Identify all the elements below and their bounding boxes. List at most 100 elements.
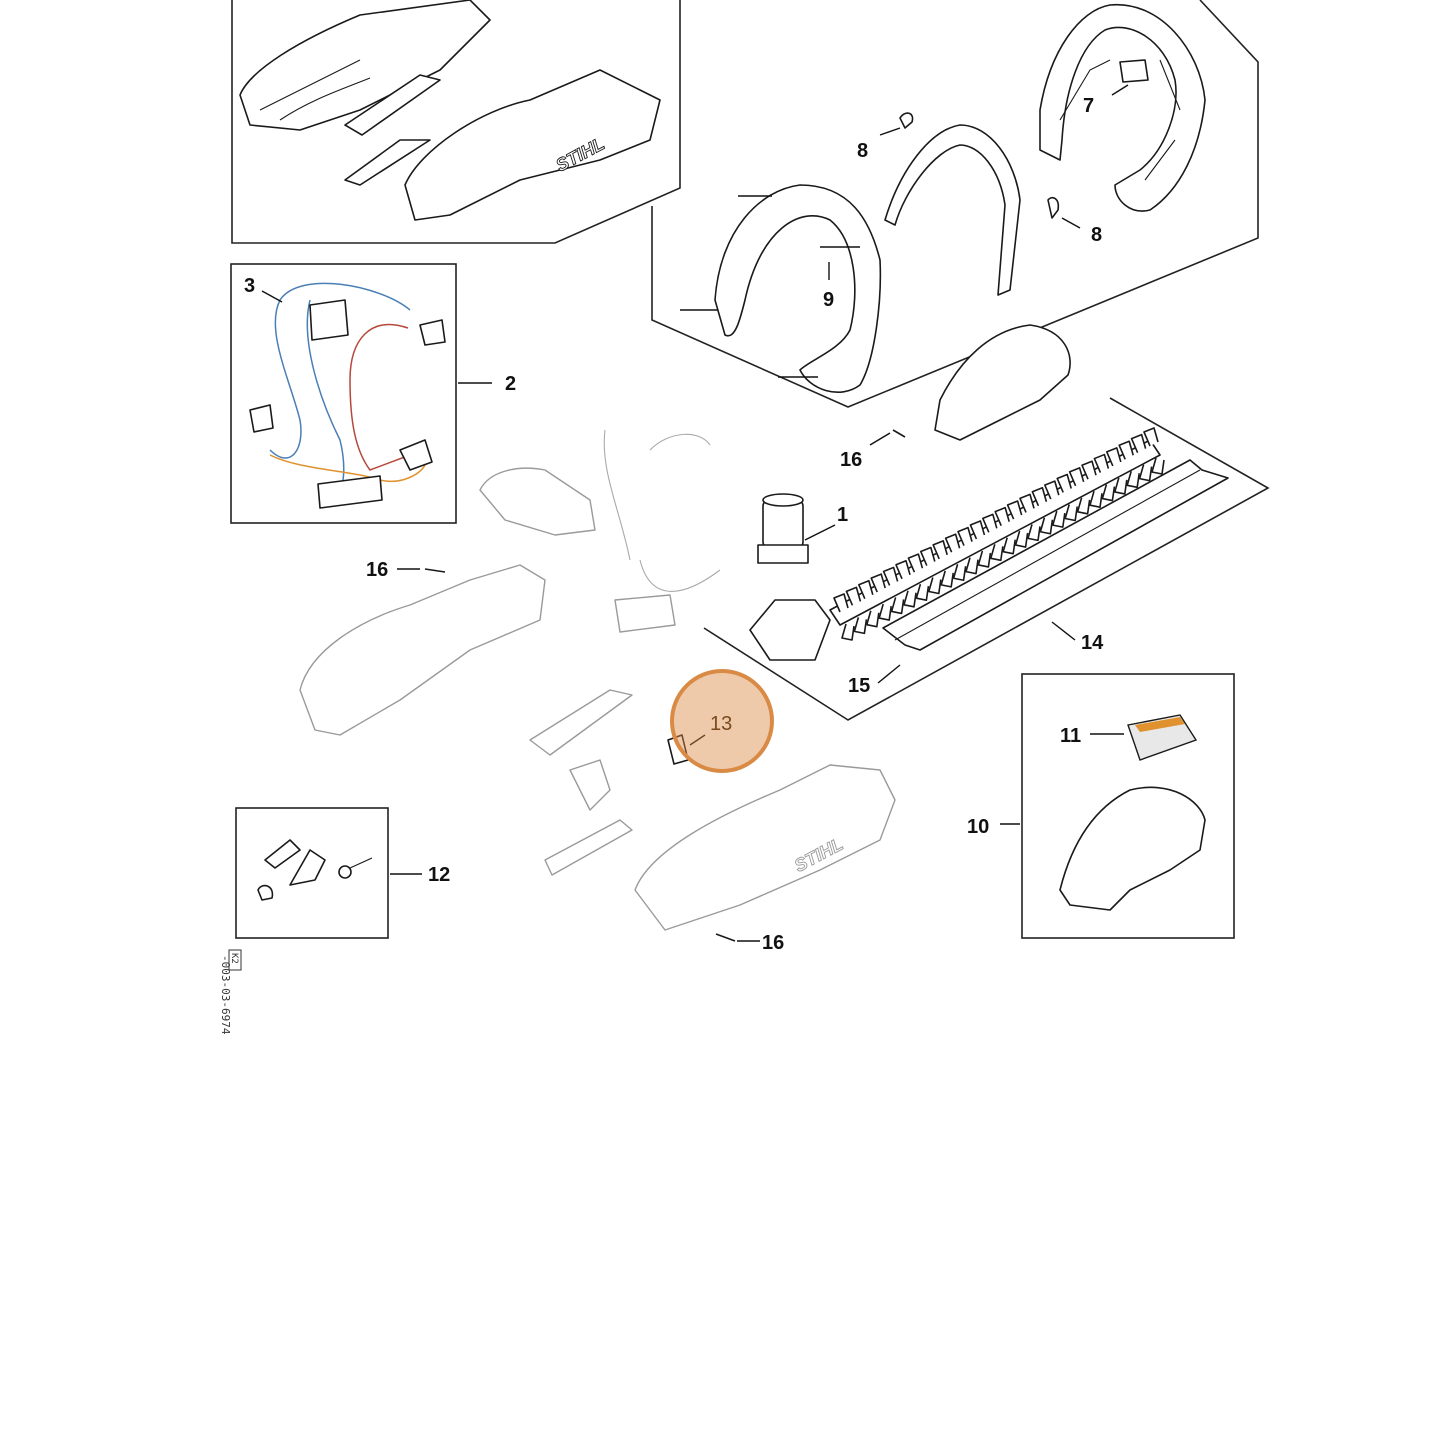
faded-trigger <box>569 759 611 811</box>
terminal-right <box>399 439 433 471</box>
red-wire <box>349 323 411 471</box>
blade-tooth <box>1056 473 1072 493</box>
blade-tooth <box>1151 457 1165 475</box>
orange-wire <box>269 454 426 482</box>
housing-shells-group: STIHL <box>231 0 681 244</box>
cable-harness-group <box>230 263 492 524</box>
blade-tooth <box>982 513 998 533</box>
blade-teeth <box>833 427 1165 641</box>
blade-tooth <box>845 586 862 606</box>
blade-tooth <box>1126 471 1140 489</box>
trigger-lever-top <box>344 139 431 186</box>
blade-tooth <box>853 617 868 635</box>
handle-cover-top <box>344 74 441 136</box>
cutter-blade-group <box>703 324 1270 721</box>
blade-tooth <box>944 533 961 553</box>
blade-tooth <box>1118 440 1134 460</box>
handles-group <box>651 0 1259 408</box>
blade-tooth <box>915 583 930 601</box>
blade-tooth <box>1044 480 1060 500</box>
faded-assembly: STIHL <box>299 429 896 931</box>
blade-tooth <box>895 560 911 580</box>
blade-tooth <box>957 526 973 546</box>
blade-tooth <box>952 564 967 582</box>
blade-tooth <box>878 603 892 621</box>
blue-wire <box>269 282 411 459</box>
blade-tooth <box>1064 504 1078 522</box>
callout-1: 1 <box>837 504 848 526</box>
blade-tooth <box>1027 524 1041 542</box>
faded-left-housing <box>299 564 546 736</box>
blade-cover-right <box>934 324 1071 441</box>
faded-lever <box>544 819 633 876</box>
gear-housing <box>749 599 831 661</box>
blade-tooth <box>940 570 954 588</box>
switch-module <box>1119 59 1149 83</box>
faded-handle-cover <box>529 689 633 756</box>
blade-cover-frame <box>1021 673 1235 939</box>
callout-10: 10 <box>967 816 989 838</box>
rear-handle <box>1039 3 1206 212</box>
blade-cover <box>1059 786 1206 911</box>
blade-tooth <box>1101 484 1116 502</box>
blade-tooth <box>965 557 979 575</box>
blade-tooth <box>858 579 874 600</box>
blade-tooth <box>882 566 899 586</box>
blade-tooth <box>1093 453 1110 473</box>
blade-tooth <box>870 573 886 593</box>
blade-tooth <box>1143 427 1159 447</box>
left-housing-shell-top <box>239 0 491 131</box>
housing-shells-frame <box>231 0 681 244</box>
label-stripe <box>1135 717 1185 732</box>
blade-tooth <box>1002 537 1016 555</box>
callout-8-upper: 8 <box>857 140 868 162</box>
bow-handle <box>884 124 1021 296</box>
callout-11: 11 <box>1060 725 1081 747</box>
blade-tooth <box>1039 517 1054 535</box>
blade-tooth <box>833 593 849 613</box>
terminal-small <box>419 319 446 346</box>
blade-tooth <box>1068 467 1085 487</box>
cable-harness-frame <box>230 263 457 524</box>
callout-15: 15 <box>848 675 870 697</box>
blade-tooth <box>907 553 924 573</box>
motor-part <box>757 493 836 564</box>
cutter-blade-frame <box>703 397 1270 721</box>
blade-tooth <box>990 544 1004 562</box>
right-housing-shell-top <box>404 69 661 221</box>
screws <box>397 429 906 942</box>
callout-16-left: 16 <box>366 559 388 581</box>
blade-tooth <box>1106 447 1122 467</box>
blade-tooth <box>969 520 986 540</box>
faded-right-housing <box>634 764 896 931</box>
clip-lower <box>1047 196 1060 219</box>
drawing-code: -003-03-6974 <box>219 955 232 1035</box>
callout-2: 2 <box>505 373 516 395</box>
highlight-marker <box>670 669 774 773</box>
blade-tooth <box>1130 433 1147 453</box>
blade-tooth <box>1019 493 1035 513</box>
blade-tooth <box>920 546 936 566</box>
callout-8-lower: 8 <box>1091 224 1102 246</box>
blade-tooth <box>928 577 942 595</box>
terminal-left <box>249 404 274 433</box>
blade-tooth <box>1006 500 1023 520</box>
blade-tooth <box>932 540 948 560</box>
blade-tooth <box>841 623 855 641</box>
blade-tooth <box>890 597 905 615</box>
handles-frame <box>651 0 1259 408</box>
callout-7: 7 <box>1083 95 1094 117</box>
callout-16-bottom: 16 <box>762 932 784 954</box>
blade-tooth <box>1031 486 1048 507</box>
trigger-kit-frame <box>235 807 389 939</box>
faded-switch-block <box>614 594 676 633</box>
switch-block <box>317 475 383 509</box>
loop-handle-front <box>714 184 882 394</box>
blade-tooth <box>1014 530 1029 548</box>
blade-tooth <box>977 550 992 568</box>
blade-guard <box>882 459 1229 651</box>
blade-tooth <box>1138 464 1153 482</box>
faded-battery-cover <box>479 467 596 536</box>
callout-16-mid: 16 <box>840 449 862 471</box>
